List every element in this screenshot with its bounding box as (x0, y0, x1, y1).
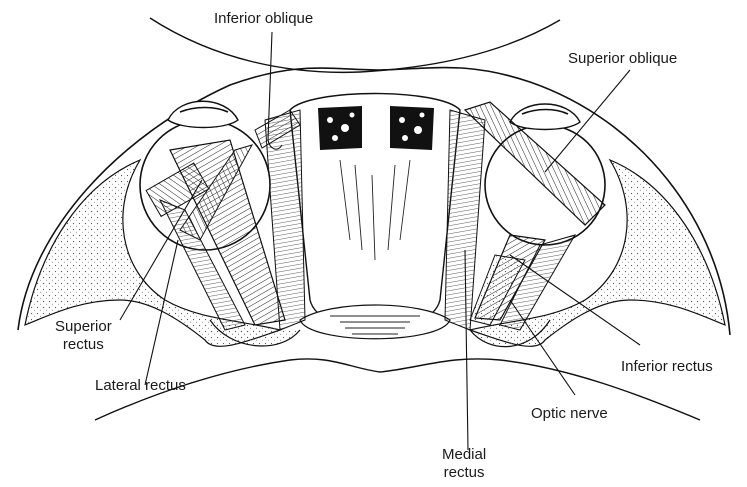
label-medial-rectus-line1: Medial (442, 446, 486, 464)
label-lateral-rectus: Lateral rectus (95, 377, 186, 395)
label-superior-rectus-line2: rectus (55, 336, 112, 354)
label-superior-oblique: Superior oblique (568, 50, 677, 68)
label-inferior-rectus: Inferior rectus (621, 358, 713, 376)
left-sinus (318, 106, 362, 150)
central-septum (290, 94, 460, 331)
label-superior-rectus: Superior rectus (55, 318, 112, 354)
left-cornea (168, 101, 238, 127)
label-superior-rectus-line1: Superior (55, 318, 112, 336)
label-inferior-oblique: Inferior oblique (214, 10, 313, 28)
forehead-contour (150, 18, 560, 72)
right-cornea (510, 104, 580, 130)
label-medial-rectus: Medial rectus (442, 446, 486, 482)
right-sinus (390, 106, 434, 150)
label-medial-rectus-line2: rectus (442, 464, 486, 482)
label-optic-nerve: Optic nerve (531, 405, 608, 423)
